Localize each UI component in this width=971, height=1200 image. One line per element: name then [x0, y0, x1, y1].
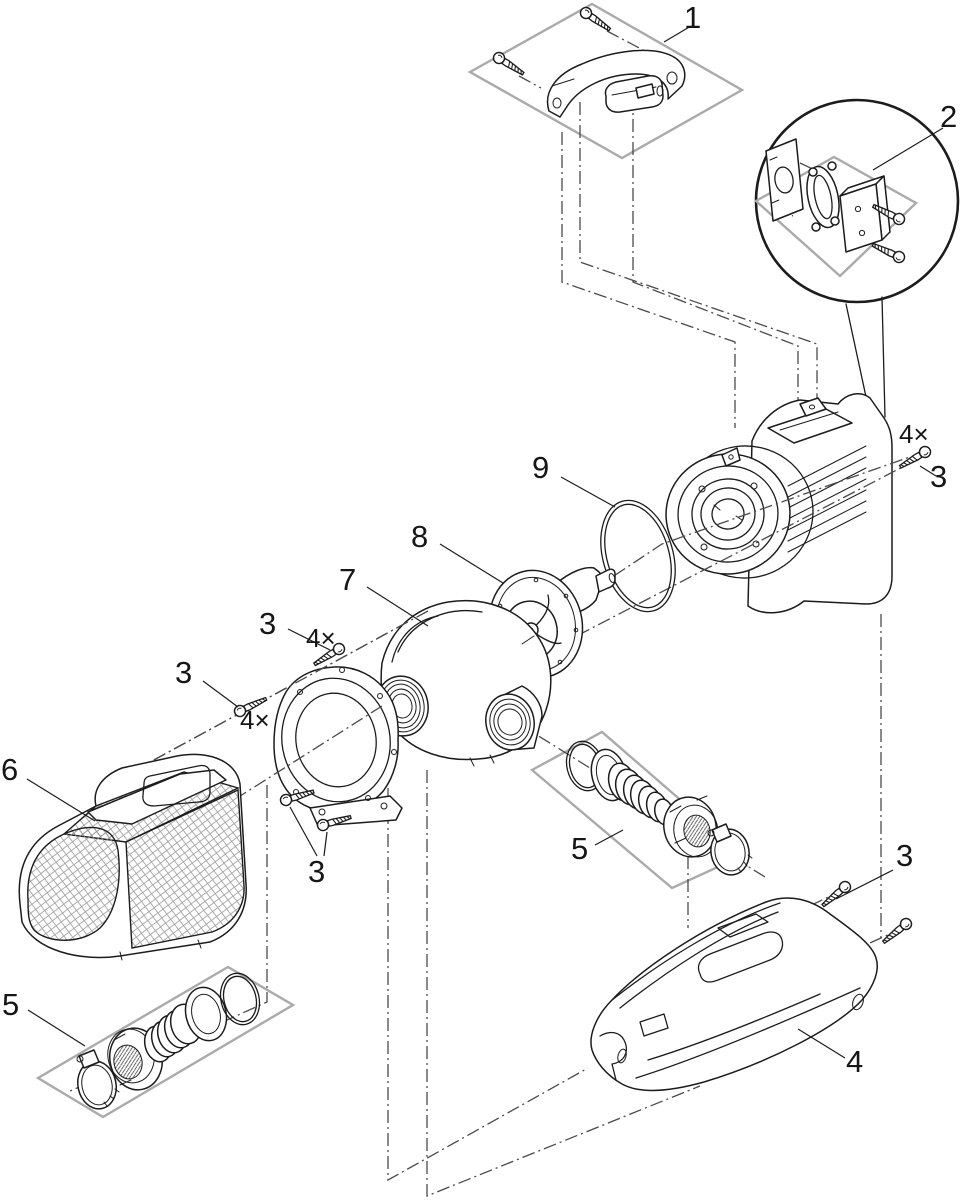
gasket	[806, 161, 840, 232]
clamp-block	[839, 175, 891, 253]
leader-lines	[26, 25, 944, 1059]
motor-body	[665, 392, 893, 614]
screw	[310, 640, 348, 670]
part-5-right-kit	[565, 740, 753, 876]
part-2-detail-circle	[753, 98, 960, 304]
cooling-ribs	[787, 445, 867, 553]
detail-pointer-line	[881, 296, 886, 418]
screw	[231, 693, 270, 720]
part-7-pump-housing	[375, 599, 552, 767]
panel-part-5-left	[35, 965, 296, 1119]
handle-latch	[604, 75, 664, 113]
rotor-bore	[711, 498, 745, 530]
basket-top-band	[87, 769, 227, 825]
basket-front-mesh	[27, 826, 120, 941]
part-5-left-kit	[76, 972, 261, 1110]
outlet-thread-port	[485, 685, 543, 751]
union-nut	[663, 795, 719, 858]
screw	[879, 915, 915, 948]
screw	[818, 878, 854, 911]
screw	[490, 49, 527, 80]
basket-side-mesh	[125, 788, 245, 949]
hose-clamp	[76, 1049, 120, 1110]
screw	[896, 443, 934, 473]
part-1-handle	[490, 4, 686, 118]
panel-part-1	[467, 2, 745, 160]
main-axis	[560, 451, 925, 612]
screw	[577, 4, 614, 35]
flange-ring-plate	[273, 666, 403, 827]
part-9-o-ring	[600, 499, 676, 613]
part-4-base	[590, 897, 878, 1092]
flange-screw-axis	[151, 610, 429, 762]
hose-clamp	[707, 823, 753, 876]
part-6-strainer-basket	[18, 753, 247, 961]
mounting-plate	[765, 138, 804, 222]
